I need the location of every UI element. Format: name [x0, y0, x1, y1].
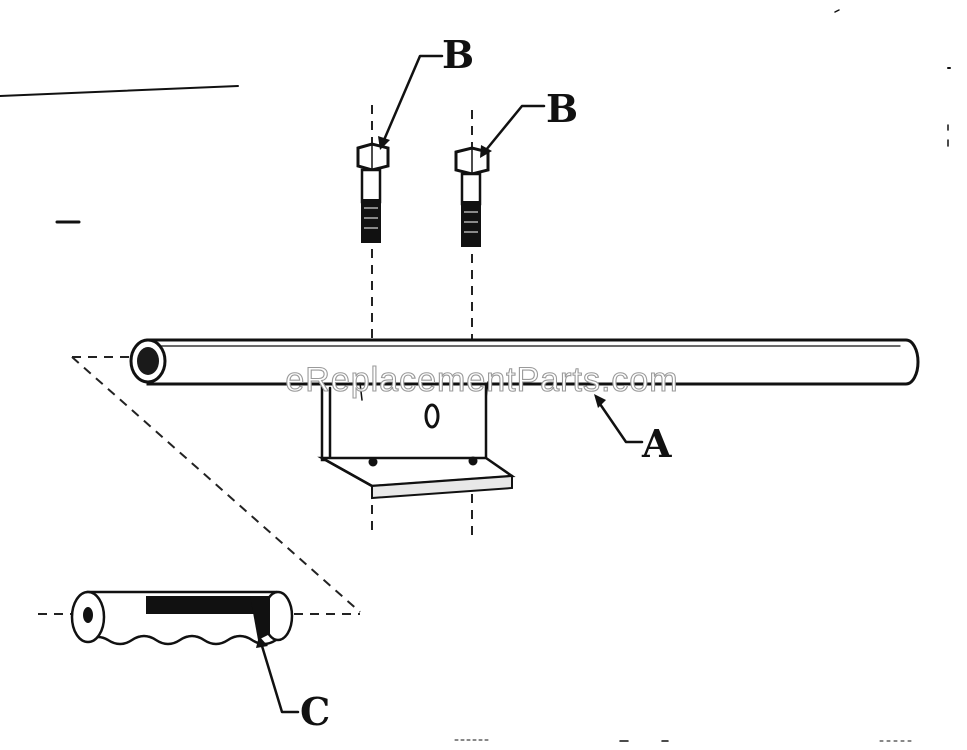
callout-label-c: C — [300, 689, 330, 734]
mounting-bracket — [317, 380, 516, 500]
callout-label-b-left: B — [442, 32, 474, 77]
scan-marks — [0, 9, 951, 742]
bolt-left — [356, 142, 390, 243]
callout-label-b-right: B — [546, 86, 578, 131]
leader-arrows — [256, 54, 644, 714]
bolt-right — [454, 146, 490, 247]
watermark-text: eReplacementParts.com — [285, 361, 678, 399]
rod-tube — [129, 338, 920, 401]
callout-label-a: A — [641, 421, 672, 466]
handle-grip — [70, 590, 294, 646]
